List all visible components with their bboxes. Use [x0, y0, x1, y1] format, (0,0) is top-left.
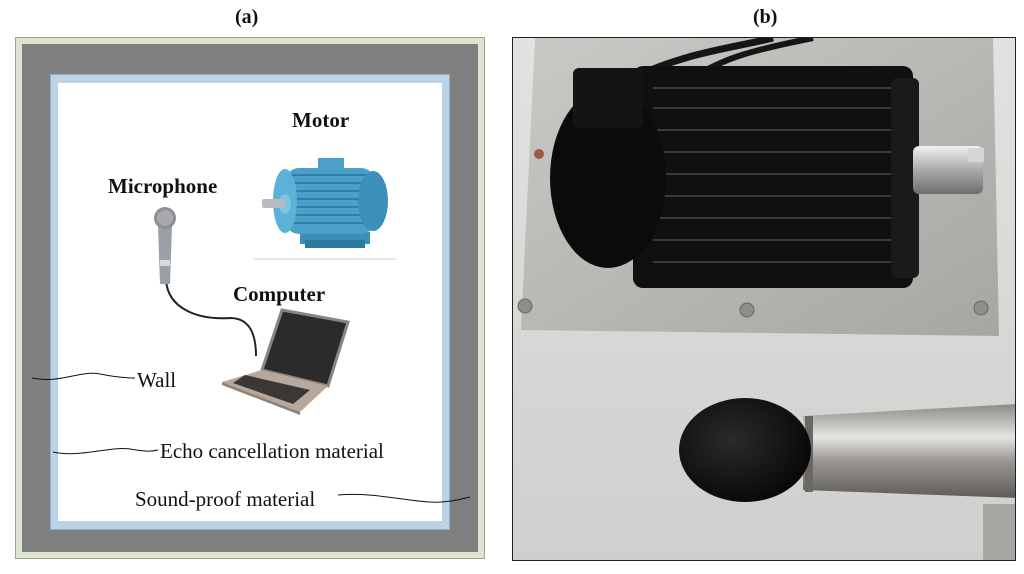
room-schematic — [15, 37, 485, 559]
motor-photo — [550, 66, 984, 288]
plate-bolt-icon — [973, 300, 989, 316]
soundproof-material-label: Sound-proof material — [135, 487, 316, 511]
wall-label: Wall — [137, 368, 177, 392]
computer-label: Computer — [233, 282, 326, 306]
microphone-label: Microphone — [108, 174, 218, 198]
panel-b-label: (b) — [753, 6, 778, 28]
plate-bolt-icon — [517, 298, 533, 314]
microphone-photo — [679, 398, 1015, 560]
plate-bolt-icon — [739, 302, 755, 318]
plate-hole-icon — [534, 149, 544, 159]
motor-label: Motor — [292, 108, 350, 132]
experiment-photo — [512, 37, 1016, 561]
echo-material-label: Echo cancellation material — [160, 439, 384, 463]
panel-a-label: (a) — [235, 6, 259, 28]
